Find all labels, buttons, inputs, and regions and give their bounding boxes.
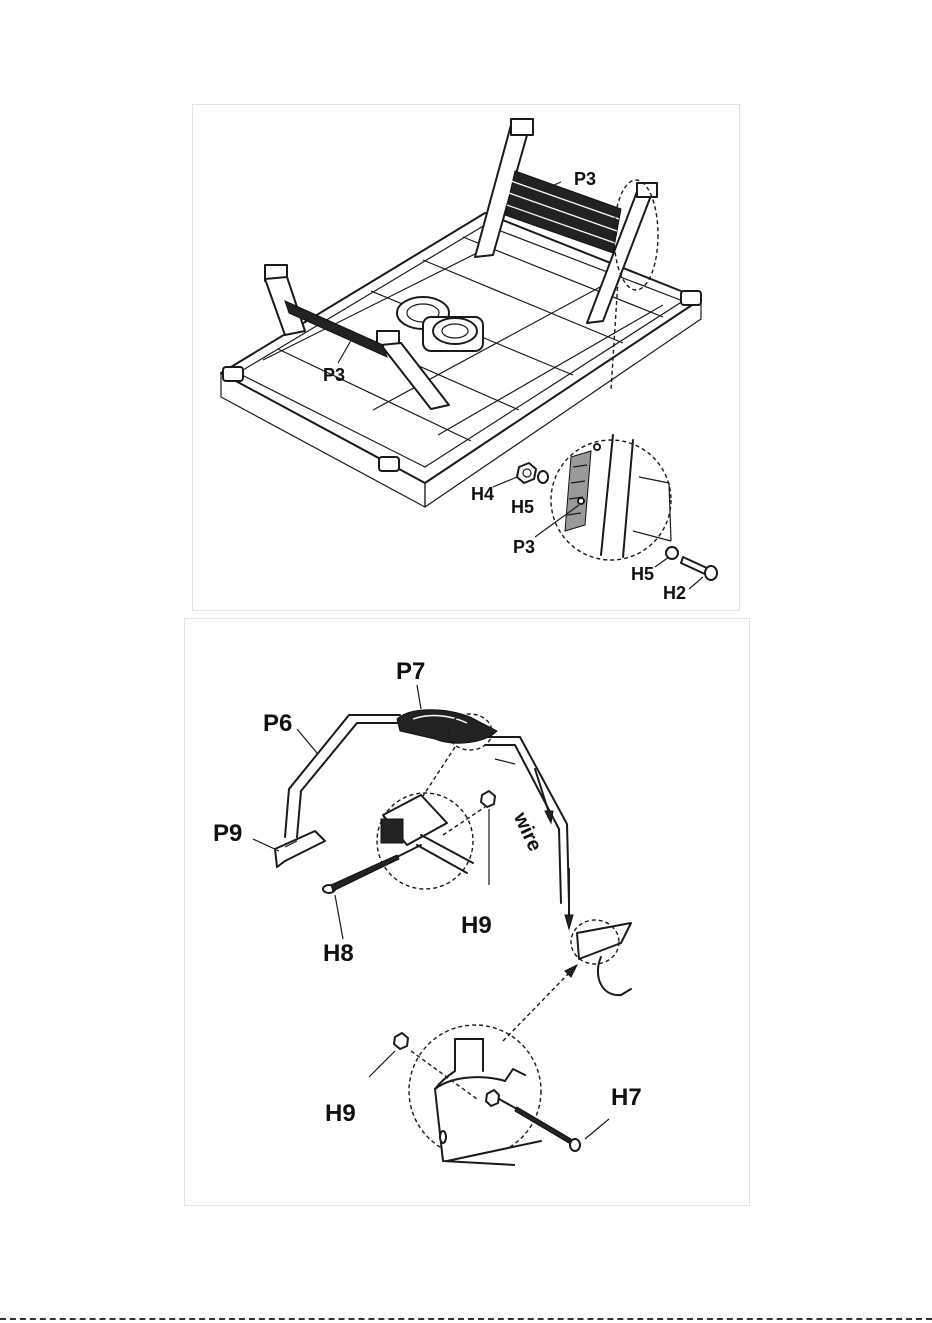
center-grip <box>397 710 497 799</box>
label-h7: H7 <box>611 1084 642 1111</box>
hardware-parts <box>517 463 717 580</box>
label-h2: H2 <box>663 583 686 603</box>
handle-diagram: wire P7 P6 P9 <box>185 619 749 1205</box>
label-p9: P9 <box>213 820 242 847</box>
right-foot <box>571 920 631 995</box>
grip-detail-circle <box>377 793 473 889</box>
label-p7: P7 <box>396 658 425 685</box>
label-h5-left: H5 <box>511 497 534 517</box>
table-frame <box>221 213 701 507</box>
assembly-step-handle: wire P7 P6 P9 <box>184 618 750 1206</box>
page-bottom-divider <box>0 1318 932 1322</box>
left-foot <box>275 831 325 867</box>
label-p3-upper: P3 <box>574 169 596 189</box>
foot-detail-circle <box>409 1025 541 1165</box>
label-h8: H8 <box>323 940 354 967</box>
label-p6: P6 <box>263 710 292 737</box>
label-wire: wire <box>509 808 546 854</box>
label-h4: H4 <box>471 484 494 504</box>
label-p3-detail: P3 <box>513 537 535 557</box>
label-h9-lower: H9 <box>325 1100 356 1127</box>
label-p3-lower: P3 <box>323 365 345 385</box>
assembly-step-table-legs: P3 P3 H4 H5 P3 H5 H2 <box>192 104 740 611</box>
table-legs-diagram: P3 P3 H4 H5 P3 H5 H2 <box>193 105 739 610</box>
bolt-detail-circle <box>551 435 671 560</box>
label-h9-upper: H9 <box>461 912 492 939</box>
label-h5-right: H5 <box>631 564 654 584</box>
